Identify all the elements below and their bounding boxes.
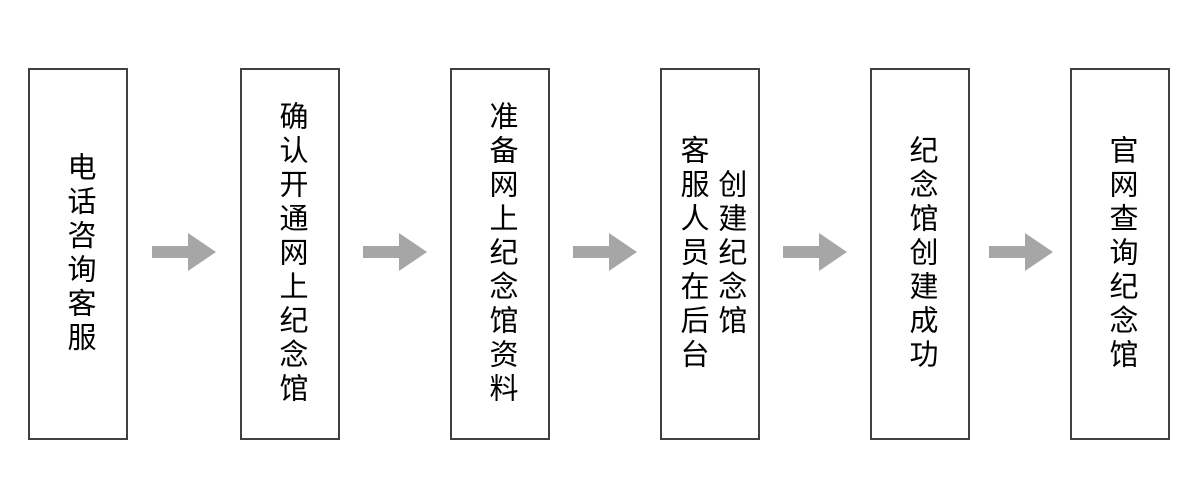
step-label: 官网查询纪念馆: [1104, 135, 1137, 373]
arrow-right-icon: [573, 233, 637, 271]
step-label: 确认开通网上纪念馆: [274, 101, 307, 407]
flow-step-prepare-materials: 准备网上纪念馆资料: [450, 68, 550, 440]
step-label: 准备网上纪念馆资料: [484, 101, 517, 407]
arrow-right-icon: [989, 233, 1053, 271]
arrow-right-icon: [152, 233, 216, 271]
arrow-right-icon: [783, 233, 847, 271]
step-label-col-1: 客服人员在后台: [676, 135, 708, 373]
flow-step-phone-consult: 电话咨询客服: [28, 68, 128, 440]
step-label: 电话咨询客服: [62, 152, 95, 356]
flow-step-query-official-site: 官网查询纪念馆: [1070, 68, 1170, 440]
flow-step-staff-create: 客服人员在后台 创建纪念馆: [660, 68, 760, 440]
flow-step-create-success: 纪念馆创建成功: [870, 68, 970, 440]
flow-step-confirm-open: 确认开通网上纪念馆: [240, 68, 340, 440]
step-label-col-2: 创建纪念馆: [713, 169, 746, 339]
arrow-right-icon: [363, 233, 427, 271]
step-label: 纪念馆创建成功: [904, 135, 937, 373]
